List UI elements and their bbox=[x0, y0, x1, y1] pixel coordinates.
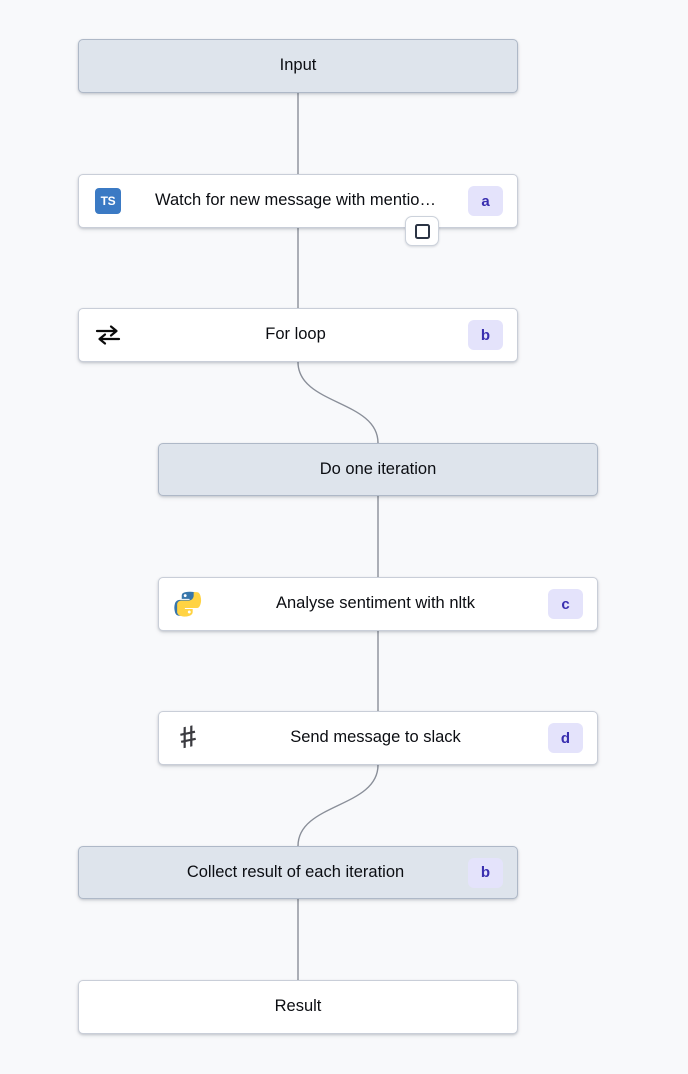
node-badge-a[interactable]: a bbox=[468, 186, 503, 216]
python-icon bbox=[173, 589, 203, 619]
node-collect-result[interactable]: Collect result of each iteration b bbox=[78, 846, 518, 899]
python-icon-glyph bbox=[174, 591, 202, 617]
node-do-one-iteration-label: Do one iteration bbox=[319, 459, 437, 478]
node-send-message-to-slack[interactable]: # Send message to slack d bbox=[158, 711, 598, 765]
node-analyse-sentiment-label: Analyse sentiment with nltk bbox=[275, 594, 475, 613]
node-badge-c[interactable]: c bbox=[548, 589, 583, 619]
stop-button[interactable] bbox=[405, 216, 439, 246]
node-watch-for-new-message[interactable]: TS Watch for new message with mentio… a bbox=[78, 174, 518, 228]
node-input[interactable]: Input bbox=[78, 39, 518, 93]
slack-hash-icon-text: # bbox=[176, 719, 200, 756]
typescript-icon-text: TS bbox=[95, 188, 121, 214]
node-do-one-iteration[interactable]: Do one iteration bbox=[158, 443, 598, 496]
node-watch-for-new-message-label: Watch for new message with mentio… bbox=[155, 191, 436, 210]
node-badge-b-forloop[interactable]: b bbox=[468, 320, 503, 350]
node-send-message-to-slack-label: Send message to slack bbox=[290, 728, 461, 747]
edge-d-to-collect bbox=[297, 764, 379, 847]
node-badge-b-collect[interactable]: b bbox=[468, 857, 503, 888]
node-result[interactable]: Result bbox=[78, 980, 518, 1034]
node-input-label: Input bbox=[279, 56, 317, 75]
loop-icon bbox=[93, 320, 123, 350]
loop-icon-glyph bbox=[95, 325, 121, 345]
node-result-label: Result bbox=[274, 997, 322, 1016]
node-analyse-sentiment[interactable]: Analyse sentiment with nltk c bbox=[158, 577, 598, 631]
node-collect-result-label: Collect result of each iteration bbox=[186, 862, 405, 881]
node-for-loop[interactable]: For loop b bbox=[78, 308, 518, 362]
edge-forloop-to-iteration bbox=[297, 361, 379, 444]
node-for-loop-label: For loop bbox=[265, 325, 326, 344]
node-badge-d[interactable]: d bbox=[548, 723, 583, 753]
slack-hash-icon: # bbox=[173, 719, 203, 756]
stop-square-icon bbox=[414, 223, 430, 239]
typescript-icon: TS bbox=[93, 186, 123, 216]
